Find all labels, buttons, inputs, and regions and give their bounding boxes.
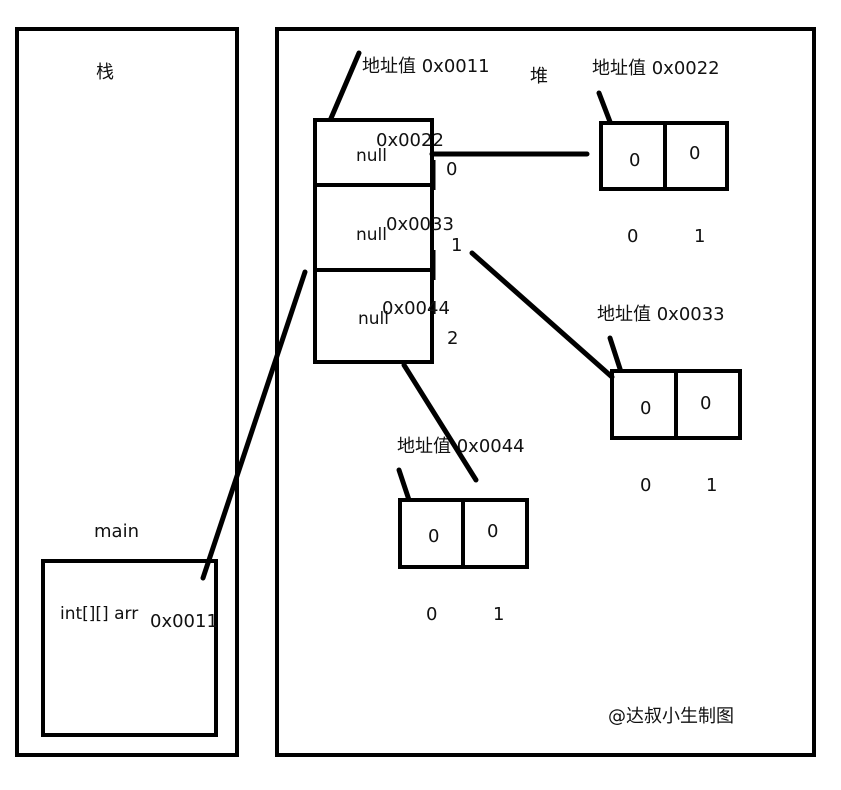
inner-array-0-cell-1: [663, 121, 729, 191]
outer-cell-0-value: 0x0022: [376, 130, 444, 151]
outer-cell-2-value: 0x0044: [382, 298, 450, 319]
outer-cell-1-old-value: null: [356, 225, 387, 245]
inner-array-2-cell-1: [461, 498, 529, 569]
inner-array-1-index-0: 0: [640, 475, 651, 496]
inner-array-1-value-1: 0: [700, 393, 711, 414]
inner-array-1-value-0: 0: [640, 398, 651, 419]
ref-0x0044-line: [401, 362, 479, 483]
inner-array-0-index-0: 0: [627, 226, 638, 247]
outer-array-address-tick: [323, 50, 362, 133]
outer-array-cell-1: [313, 183, 434, 272]
inner-array-2-index-0: 0: [426, 604, 437, 625]
outer-cell-1-value: 0x0033: [386, 214, 454, 235]
inner-array-2-value-1: 0: [487, 521, 498, 542]
outer-cell-2-old-value: null: [358, 309, 389, 329]
inner-array-2-cell-0: [398, 498, 465, 569]
arr-variable-value: 0x0011: [150, 611, 218, 632]
inner-array-1-address: 地址值 0x0033: [597, 304, 725, 325]
main-frame-label: main: [94, 521, 139, 542]
heap-title: 堆: [530, 66, 548, 87]
inner-array-2-address: 地址值 0x0044: [397, 436, 525, 457]
stack-title: 栈: [96, 62, 114, 83]
arr-variable-name: int[][] arr: [60, 604, 138, 624]
outer-cell-0-old-value: null: [356, 146, 387, 166]
main-frame-box: [41, 559, 218, 737]
outer-cell-0-index: 0: [446, 159, 457, 180]
inner-array-1-address-tick: [607, 335, 625, 378]
outer-array-address: 地址值 0x0011: [362, 56, 490, 77]
heap-region: [275, 27, 816, 757]
stack-region: [15, 27, 239, 757]
inner-array-0-value-1: 0: [689, 143, 700, 164]
inner-array-0-index-1: 1: [694, 226, 705, 247]
outer-cell-2-index: 2: [447, 328, 458, 349]
inner-array-2-value-0: 0: [428, 526, 439, 547]
inner-array-2-address-tick: [396, 467, 413, 506]
watermark: @达叔小生制图: [608, 706, 734, 727]
inner-array-0-address: 地址值 0x0022: [592, 58, 720, 79]
inner-array-1-cell-1: [674, 369, 742, 440]
outer-cell-1-index: 1: [451, 235, 462, 256]
arr-reference-line: [200, 269, 308, 581]
outer-array-cell-2: [313, 268, 434, 364]
inner-array-2-index-1: 1: [493, 604, 504, 625]
outer-array-cell-0: [313, 118, 434, 187]
ref-0x0033-line: [469, 250, 615, 380]
inner-array-0-value-0: 0: [629, 150, 640, 171]
inner-array-1-index-1: 1: [706, 475, 717, 496]
